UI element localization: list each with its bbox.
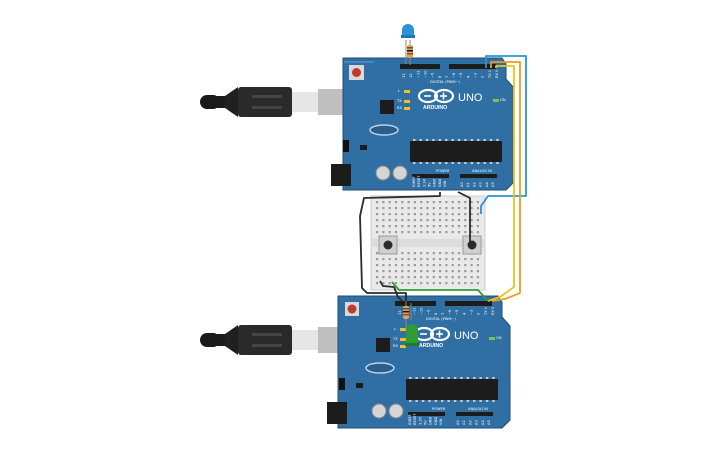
pin-label-analog: A3: [475, 420, 479, 425]
analog-label: ANALOG IN: [472, 169, 492, 173]
bottom-led: [405, 303, 419, 346]
pin-label-power: GND: [429, 417, 433, 425]
wire-green: [391, 281, 489, 302]
pin-label-power: RESET: [417, 175, 421, 187]
power-label: POWER: [432, 407, 446, 411]
microcontroller-chip: [410, 141, 502, 162]
pin-label-analog: A2: [468, 420, 472, 425]
pin-label-analog: A0: [456, 420, 460, 425]
on-label: ON: [496, 336, 502, 340]
pin-label-digital: ~10: [423, 70, 427, 78]
pin-label-digital: ~5: [455, 310, 459, 315]
wire-orange: [490, 61, 521, 302]
microcontroller-chip: [406, 379, 498, 400]
pin-label-analog: A5: [487, 420, 491, 425]
top-resistor: [407, 44, 413, 65]
power-jack: [327, 402, 347, 424]
brand-label: ARDUINO: [419, 343, 443, 349]
led-label-rx: RX: [393, 344, 398, 348]
pin-label-power: IOREF: [412, 176, 416, 187]
brand-label: ARDUINO: [423, 105, 447, 111]
led-label-tx: TX: [396, 99, 402, 103]
pin-label-power: IOREF: [408, 414, 412, 425]
pin-label-power: 5V: [428, 182, 432, 187]
breadboard: [370, 195, 486, 291]
pin-label-power: 3.3V: [418, 416, 422, 425]
wire-yellow: [487, 65, 515, 302]
led-label-l: L: [398, 89, 400, 93]
pin-label-analog: A2: [472, 182, 476, 187]
pin-label-digital: 4: [462, 312, 466, 315]
pin-label-digital: 8: [434, 312, 438, 315]
pin-label-analog: A1: [462, 420, 466, 425]
digital-label: DIGITAL (PWM~): [430, 80, 460, 84]
pin-label-digital: ~11: [412, 307, 416, 315]
pin-label-digital: RX 0: [491, 306, 495, 315]
wire-blue-top: [480, 55, 527, 214]
pin-label-analog: A3: [479, 182, 483, 187]
pin-label-digital: ~3: [474, 73, 478, 78]
pin-label-digital: 2: [481, 76, 485, 78]
board-name: UNO: [454, 330, 479, 342]
pin-label-digital: ~11: [416, 70, 420, 78]
wire-black-right: [457, 191, 471, 244]
board-name: UNO: [458, 92, 483, 104]
pin-label-analog: A0: [460, 182, 464, 187]
pin-label-digital: ~5: [459, 73, 463, 78]
digital-header-left: [400, 64, 440, 69]
digital-header-right: [449, 64, 496, 69]
led-label-tx: TX: [392, 337, 398, 341]
pin-label-power: VIN: [443, 180, 447, 187]
pin-label-digital: ~9: [431, 72, 435, 78]
pin-label-digital: ~9: [427, 309, 431, 315]
power-jack: [331, 164, 351, 186]
pin-label-digital: ~6: [452, 72, 456, 78]
pin-label-digital: 13: [398, 310, 402, 315]
pin-label-power: GND: [438, 179, 442, 187]
pin-label-digital: 8: [438, 75, 442, 78]
pin-label-digital: 4: [466, 75, 470, 78]
pin-label-analog: A4: [485, 182, 489, 187]
pin-label-digital: 2: [477, 313, 481, 315]
pin-label-digital: ~3: [470, 310, 474, 315]
pin-label-digital: 13: [402, 73, 406, 78]
wire-black-left: [359, 192, 441, 301]
pin-label-power: GND: [433, 179, 437, 187]
pin-label-digital: TX 1: [488, 70, 492, 79]
pin-label-power: 3.3V: [422, 178, 426, 187]
pin-label-digital: 7: [445, 76, 449, 78]
pin-label-power: 5V: [424, 420, 428, 425]
pin-label-digital: 12: [409, 73, 413, 78]
led-label-l: L: [394, 327, 396, 331]
pin-label-power: VIN: [439, 418, 443, 425]
pin-label-analog: A1: [466, 182, 470, 187]
power-label: POWER: [436, 169, 450, 173]
pin-label-digital: TX 1: [484, 307, 488, 316]
pin-label-digital: 7: [441, 313, 445, 315]
analog-label: ANALOG IN: [468, 407, 488, 411]
pin-label-power: GND: [434, 417, 438, 425]
wires: [359, 55, 527, 302]
on-label: ON: [500, 98, 506, 102]
digital-label: DIGITAL (PWM~): [426, 317, 456, 321]
wire-black-bottom: [379, 280, 403, 302]
pin-label-power: RESET: [413, 413, 417, 425]
pin-label-analog: A5: [491, 182, 495, 187]
pin-label-digital: ~10: [419, 307, 423, 315]
pin-label-analog: A4: [481, 420, 485, 425]
bottom-resistor: [403, 300, 409, 330]
pin-label-digital: RX 0: [495, 69, 499, 78]
led-label-rx: RX: [397, 106, 402, 110]
top-usb-cable: [200, 87, 360, 117]
arduino-logo: [417, 88, 455, 104]
bottom-usb-cable: [200, 325, 360, 355]
pin-label-digital: ~6: [448, 309, 452, 315]
